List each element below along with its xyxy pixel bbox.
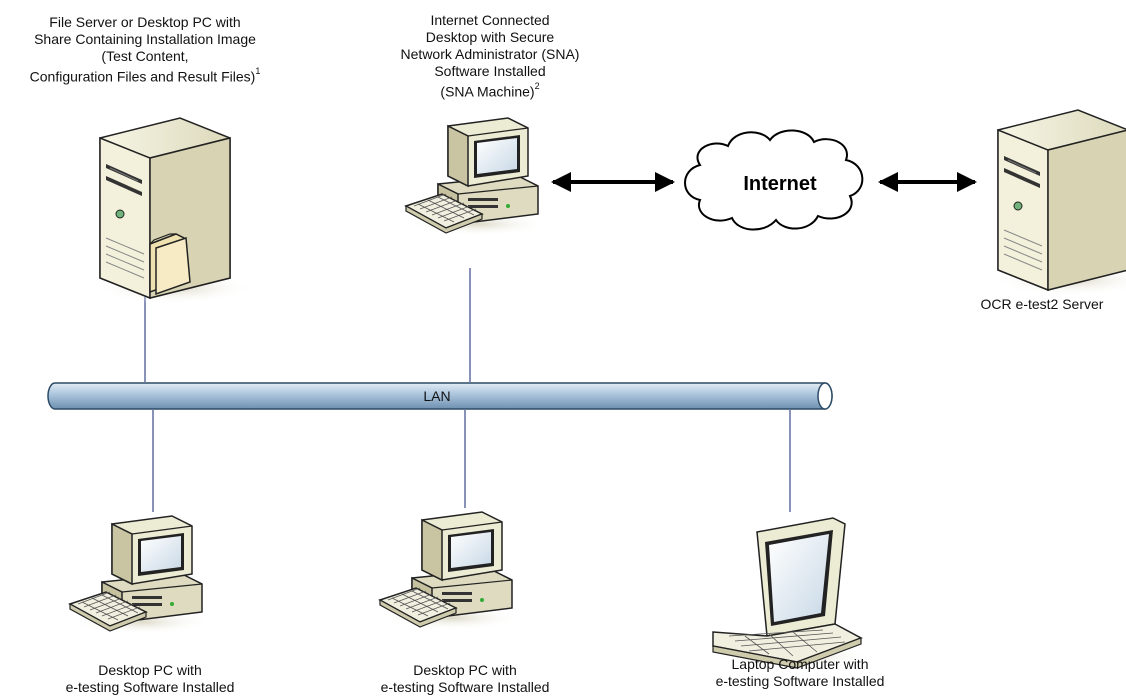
- sna-desktop-icon: [405, 117, 549, 237]
- ocr-server-icon: [992, 109, 1126, 297]
- folder-share-icon: [149, 233, 191, 296]
- file-server-label-line-2: Share Containing Installation Image: [34, 31, 256, 47]
- sna-label-line-4: Software Installed: [434, 63, 546, 79]
- desktop-2-label-line-2: e-testing Software Installed: [380, 679, 550, 695]
- desktop-2-label-line-1: Desktop PC with: [413, 662, 517, 678]
- ocr-server-label: OCR e-test2 Server: [980, 296, 1104, 312]
- file-server-label-line-4-text: Configuration Files and Result Files): [29, 68, 256, 85]
- sna-label-line-5-text: (SNA Machine): [440, 83, 535, 100]
- laptop-icon: [712, 517, 875, 669]
- sna-label-line-5: (SNA Machine)2: [360, 80, 620, 101]
- lan-bus: LAN: [47, 382, 833, 410]
- lan-label: LAN: [423, 388, 450, 404]
- connector-lines: [144, 268, 791, 512]
- file-server-icon: [94, 117, 256, 305]
- desktop-1-icon: [69, 515, 213, 635]
- file-server-label: File Server or Desktop PC with Share Con…: [0, 14, 290, 86]
- sna-label-line-3: Network Administrator (SNA): [400, 46, 580, 62]
- desktop-1-label-line-1: Desktop PC with: [98, 662, 202, 678]
- file-server-label-line-4: Configuration Files and Result Files)1: [0, 65, 290, 86]
- sna-machine-label: Internet Connected Desktop with Secure N…: [360, 12, 620, 101]
- internet-label: Internet: [743, 173, 817, 195]
- sna-label-line-2: Desktop with Secure: [425, 29, 555, 45]
- footnote-2: 2: [534, 81, 540, 91]
- footnote-1: 1: [255, 66, 261, 76]
- desktop-1-label: Desktop PC with e-testing Software Insta…: [30, 662, 270, 696]
- file-server-label-line-3: (Test Content,: [101, 48, 189, 64]
- desktop-1-label-line-2: e-testing Software Installed: [65, 679, 235, 695]
- sna-label-line-1: Internet Connected: [430, 12, 550, 28]
- desktop-2-label: Desktop PC with e-testing Software Insta…: [345, 662, 585, 696]
- laptop-label: Laptop Computer with e-testing Software …: [680, 656, 920, 690]
- desktop-2-icon: [379, 511, 523, 631]
- laptop-label-line-2: e-testing Software Installed: [715, 673, 885, 689]
- file-server-label-line-1: File Server or Desktop PC with: [49, 14, 241, 30]
- laptop-label-line-1: Laptop Computer with: [731, 656, 869, 672]
- internet-cloud-icon: Internet: [684, 129, 864, 231]
